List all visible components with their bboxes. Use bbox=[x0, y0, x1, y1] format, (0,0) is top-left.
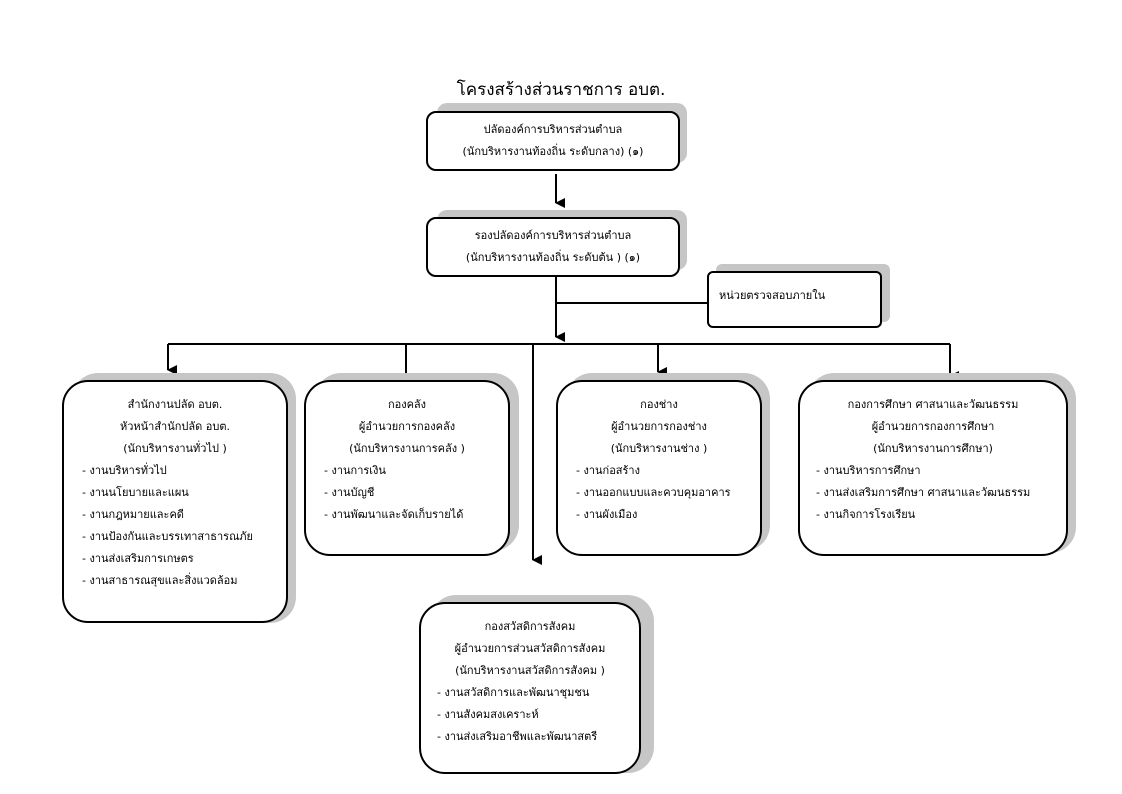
list-item: - งานส่งเสริมการศึกษา ศาสนาและวัฒนธรรม bbox=[816, 486, 1031, 499]
list-item: - งานออกแบบและควบคุมอาคาร bbox=[576, 486, 731, 499]
welfare-box: กองสวัสดิการสังคม ผู้อำนวยการส่วนสวัสดิก… bbox=[419, 602, 641, 774]
engineering-task-list: - งานก่อสร้าง - งานออกแบบและควบคุมอาคาร … bbox=[558, 460, 760, 526]
list-item: - งานสวัสดิการและพัฒนาชุมชน bbox=[437, 686, 590, 699]
finance-head: ผู้อำนวยการกองคลัง bbox=[358, 420, 456, 433]
finance-position: (นักบริหารงานการคลัง ) bbox=[349, 442, 465, 455]
welfare-head: ผู้อำนวยการส่วนสวัสดิการสังคม bbox=[454, 642, 606, 655]
education-position: (นักบริหารงานการศึกษา) bbox=[873, 442, 993, 455]
office-box: สำนักงานปลัด อบต. หัวหน้าสำนักปลัด อบต. … bbox=[62, 380, 288, 623]
education-title: กองการศึกษา ศาสนาและวัฒนธรรม bbox=[847, 398, 1019, 411]
list-item: - งานส่งเสริมการเกษตร bbox=[82, 552, 194, 565]
office-task-list: - งานบริหารทั่วไป - งานนโยบายและแผน - งา… bbox=[64, 460, 286, 592]
deputy-subtitle: (นักบริหารงานท้องถิ่น ระดับต้น ) (๑) bbox=[465, 251, 641, 264]
education-head: ผู้อำนวยการกองการศึกษา bbox=[871, 420, 995, 433]
list-item: - งานสังคมสงเคราะห์ bbox=[437, 708, 539, 721]
list-item: - งานบัญชี bbox=[324, 486, 375, 499]
education-box: กองการศึกษา ศาสนาและวัฒนธรรม ผู้อำนวยการ… bbox=[798, 380, 1068, 556]
list-item: - งานผังเมือง bbox=[576, 508, 638, 521]
list-item: - งานป้องกันและบรรเทาสาธารณภัย bbox=[82, 530, 253, 543]
deputy-box: รองปลัดองค์การบริหารส่วนตำบล (นักบริหารง… bbox=[426, 217, 680, 277]
list-item: - งานบริหารการศึกษา bbox=[816, 464, 921, 477]
engineering-head: ผู้อำนวยการกองช่าง bbox=[611, 420, 707, 433]
engineering-title: กองช่าง bbox=[640, 398, 678, 411]
list-item: - งานสาธารณสุขและสิ่งแวดล้อม bbox=[82, 574, 238, 587]
list-item: - งานพัฒนาและจัดเก็บรายได้ bbox=[324, 508, 464, 521]
finance-box: กองคลัง ผู้อำนวยการกองคลัง (นักบริหารงาน… bbox=[304, 380, 510, 556]
deputy-title: รองปลัดองค์การบริหารส่วนตำบล bbox=[474, 229, 632, 242]
welfare-task-list: - งานสวัสดิการและพัฒนาชุมชน - งานสังคมสง… bbox=[421, 682, 639, 748]
chart-title: โครงสร้างส่วนราชการ อบต. bbox=[456, 80, 666, 100]
chief-title: ปลัดองค์การบริหารส่วนตำบล bbox=[483, 123, 623, 136]
list-item: - งานก่อสร้าง bbox=[576, 464, 640, 477]
list-item: - งานส่งเสริมอาชีพและพัฒนาสตรี bbox=[437, 730, 598, 743]
office-title: สำนักงานปลัด อบต. bbox=[127, 398, 223, 411]
finance-title: กองคลัง bbox=[387, 398, 427, 411]
finance-task-list: - งานการเงิน - งานบัญชี - งานพัฒนาและจัด… bbox=[306, 460, 508, 526]
list-item: - งานบริหารทั่วไป bbox=[82, 464, 167, 477]
list-item: - งานนโยบายและแผน bbox=[82, 486, 189, 499]
chief-box: ปลัดองค์การบริหารส่วนตำบล (นักบริหารงานท… bbox=[426, 111, 680, 171]
list-item: - งานกิจการโรงเรียน bbox=[816, 508, 916, 521]
education-task-list: - งานบริหารการศึกษา - งานส่งเสริมการศึกษ… bbox=[800, 460, 1066, 526]
engineering-position: (นักบริหารงานช่าง ) bbox=[610, 442, 708, 455]
welfare-title: กองสวัสดิการสังคม bbox=[484, 620, 576, 633]
audit-box: หน่วยตรวจสอบภายใน bbox=[707, 271, 882, 328]
welfare-position: (นักบริหารงานสวัสดิการสังคม ) bbox=[455, 664, 605, 677]
chief-subtitle: (นักบริหารงานท้องถิ่น ระดับกลาง) (๑) bbox=[462, 145, 644, 158]
list-item: - งานกฎหมายและคดี bbox=[82, 508, 184, 521]
office-position: (นักบริหารงานทั่วไป ) bbox=[123, 442, 227, 455]
audit-label: หน่วยตรวจสอบภายใน bbox=[719, 289, 826, 302]
list-item: - งานการเงิน bbox=[324, 464, 386, 477]
engineering-box: กองช่าง ผู้อำนวยการกองช่าง (นักบริหารงาน… bbox=[556, 380, 762, 556]
office-head: หัวหน้าสำนักปลัด อบต. bbox=[119, 420, 231, 433]
